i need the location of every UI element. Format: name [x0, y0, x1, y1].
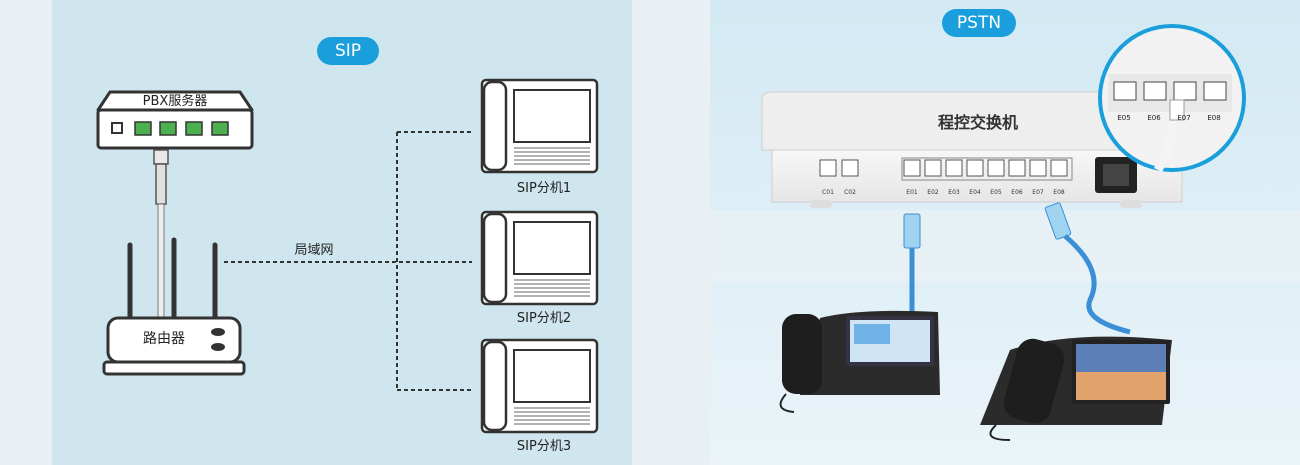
pstn-badge: PSTN — [942, 9, 1016, 37]
zoom-port-label-4: E08 — [1207, 114, 1220, 122]
pstn-illustration: 程控交换机 C01 C02 E01 E02 E03 E04 E05 E06 E0… — [710, 0, 1300, 465]
ext-port-label-1: E01 — [906, 189, 918, 196]
ext-port-label-4: E04 — [969, 189, 981, 196]
sip-badge: SIP — [317, 37, 379, 65]
ext-port-label-8: E08 — [1053, 189, 1065, 196]
ext-port-label-5: E05 — [990, 189, 1002, 196]
lan-connection-lines — [224, 131, 472, 391]
sip-extension-label-2: SIP分机2 — [517, 311, 571, 326]
zoom-port-label-3: E07 — [1177, 114, 1190, 122]
ethernet-cable-2 — [1044, 202, 1131, 335]
pbx-label: PBX服务器 — [143, 93, 208, 109]
power-socket-icon — [1095, 157, 1137, 193]
exchange-label: 程控交换机 — [938, 113, 1018, 132]
ext-port-label-7: E07 — [1032, 189, 1044, 196]
extension-port-group — [901, 157, 1073, 181]
zoom-port-label-1: E05 — [1117, 114, 1130, 122]
sip-network-diagram: PBX服务器 路由器 局域网 — [96, 78, 599, 454]
sip-diagram-panel: SIP PBX服务器 — [52, 0, 632, 465]
router-icon — [102, 237, 246, 376]
ext-port-label-6: E06 — [1011, 189, 1023, 196]
sip-extension-label-1: SIP分机1 — [517, 181, 571, 196]
router-label: 路由器 — [143, 331, 185, 347]
sip-extension-label-3: SIP分机3 — [517, 439, 571, 454]
sip-phone-icon-2 — [480, 210, 599, 306]
pbx-server-icon — [96, 90, 254, 150]
co-port-group — [819, 159, 859, 177]
co-port-label-2: C02 — [844, 189, 856, 196]
sip-phone-icon-3 — [480, 338, 599, 434]
port-zoom-inset — [1098, 24, 1246, 173]
desk-phone-icon-2 — [980, 336, 1172, 441]
pbx-router-cable — [153, 149, 169, 323]
ext-port-label-2: E02 — [927, 189, 939, 196]
lan-label: 局域网 — [294, 243, 333, 258]
desk-phone-icon-1 — [779, 310, 940, 413]
co-port-label-1: C01 — [822, 189, 834, 196]
ext-port-label-3: E03 — [948, 189, 960, 196]
sip-phone-icon-1 — [480, 78, 599, 174]
zoom-port-label-2: E06 — [1147, 114, 1161, 122]
pstn-diagram-panel: 程控交换机 C01 C02 E01 E02 E03 E04 E05 E06 E0… — [710, 0, 1300, 465]
